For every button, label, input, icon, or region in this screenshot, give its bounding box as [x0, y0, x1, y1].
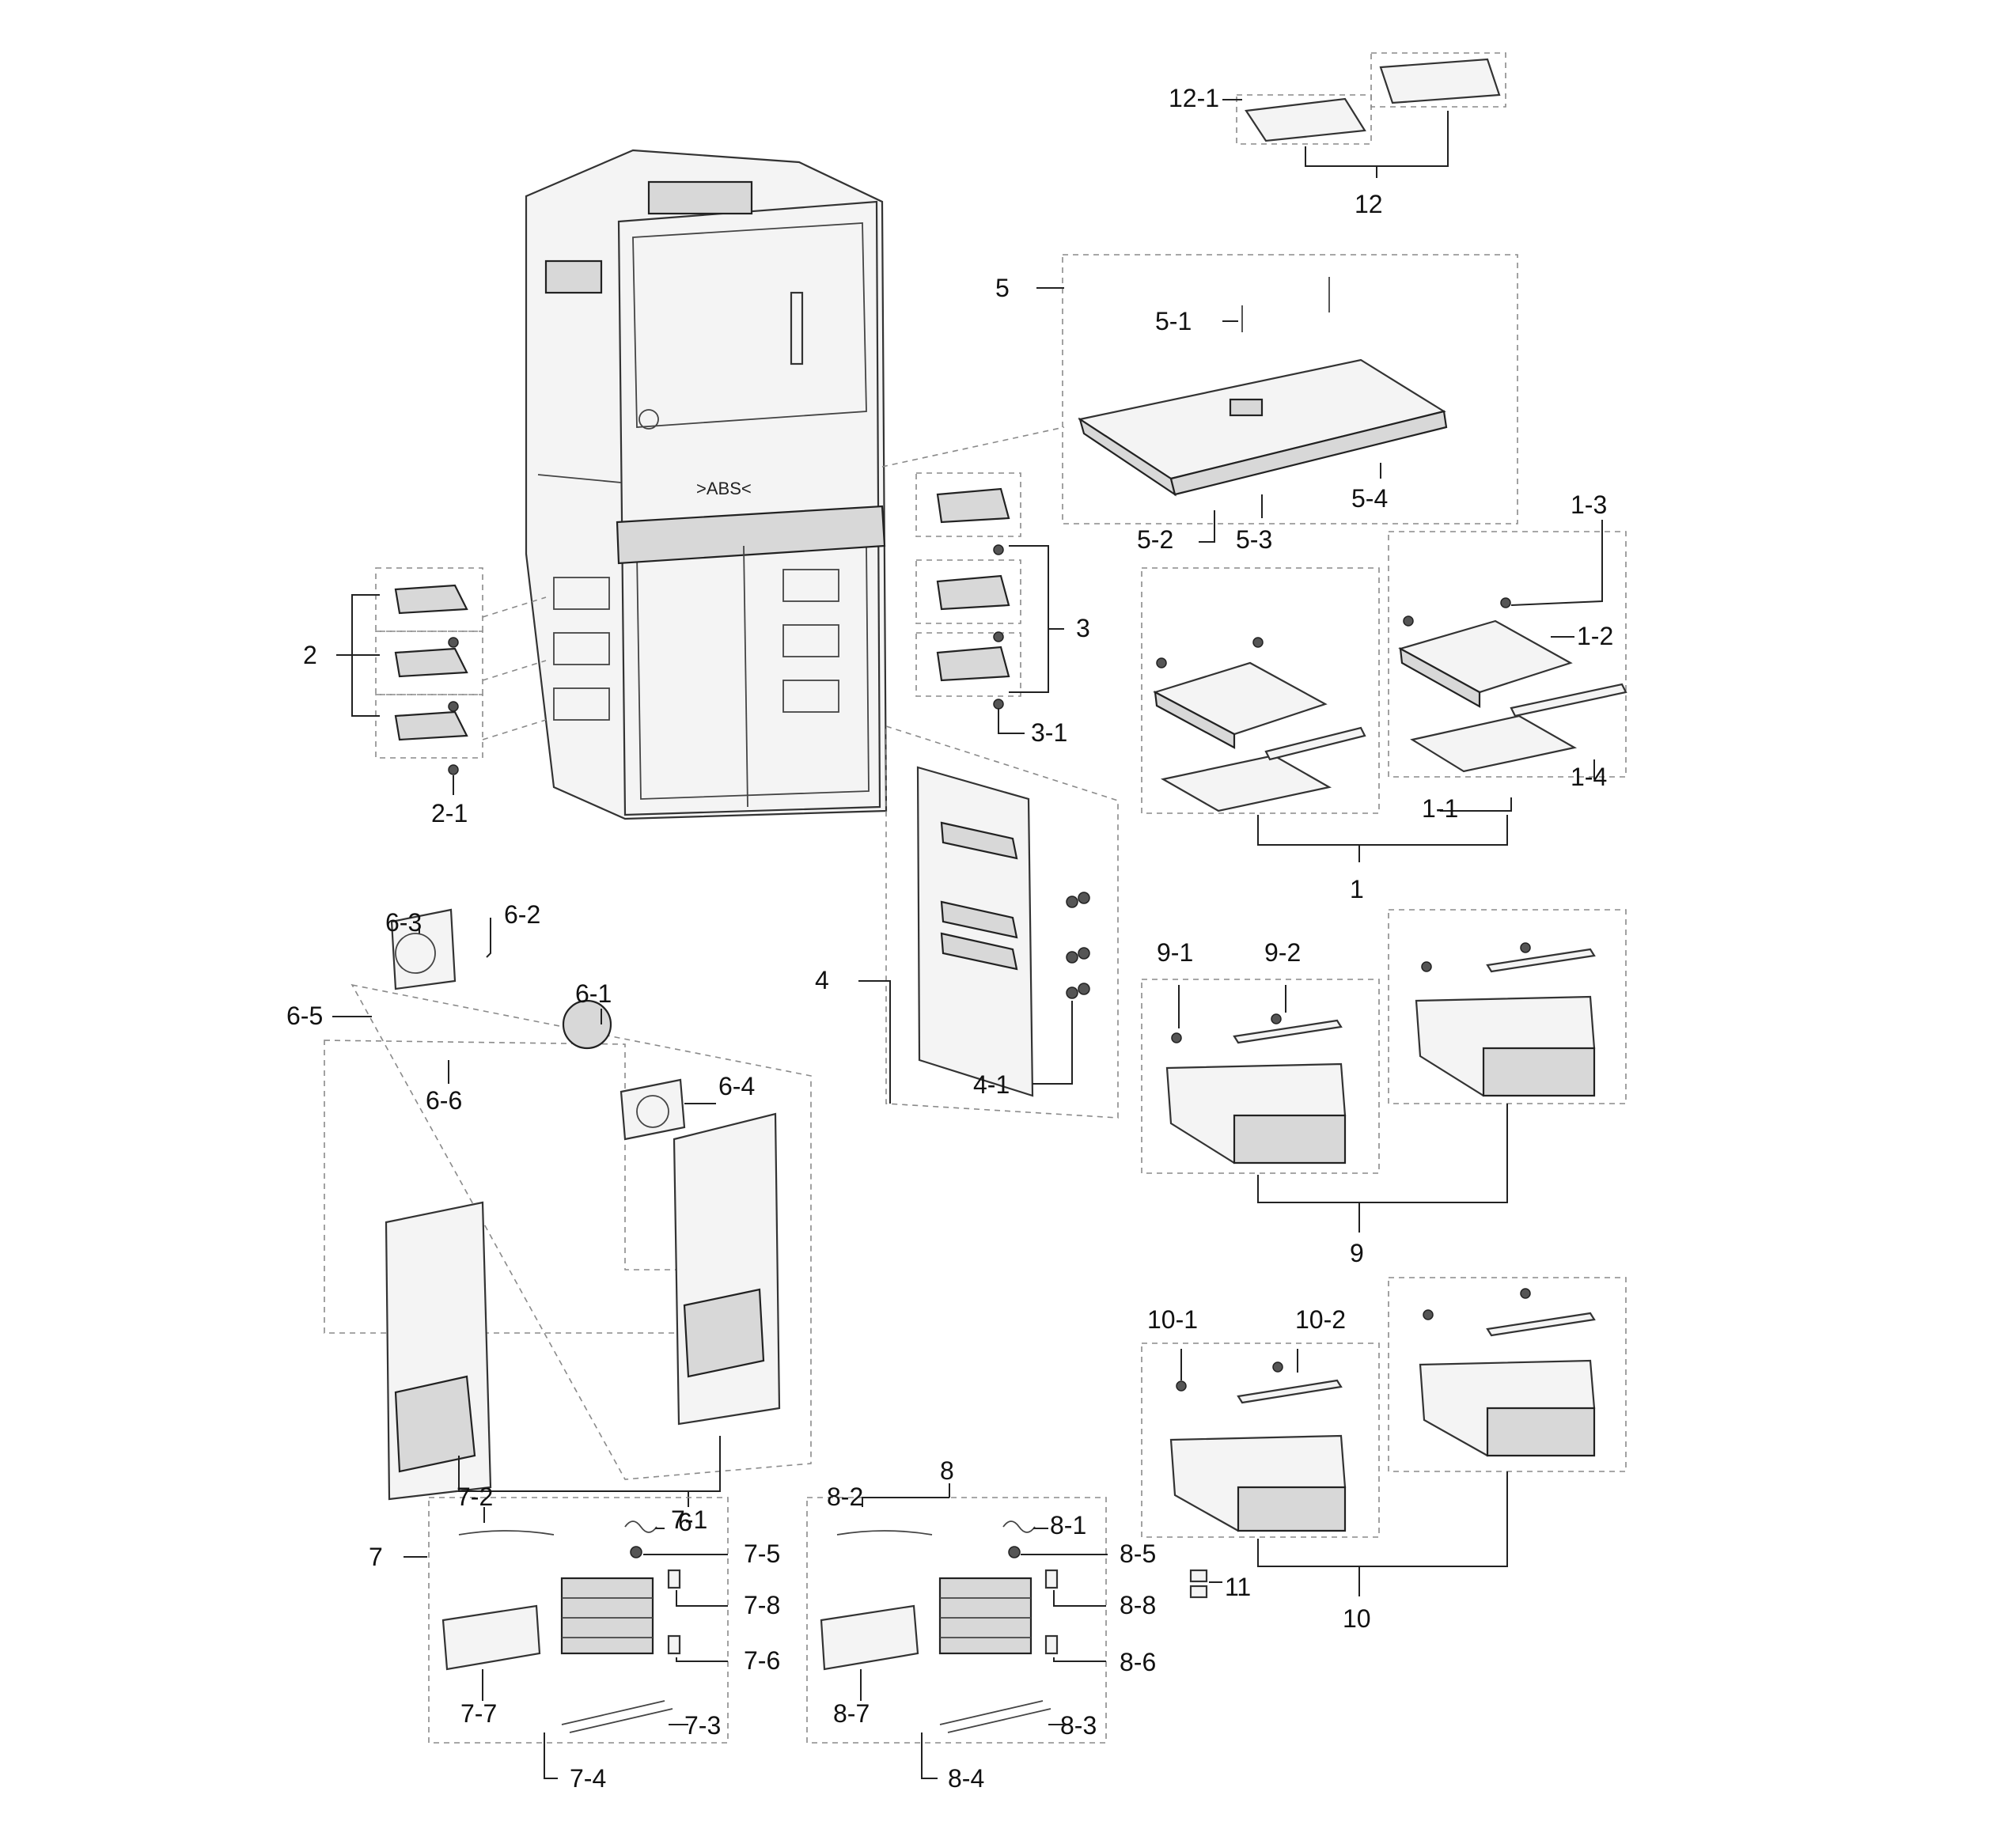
callout-7-1: 7-1 — [671, 1505, 708, 1534]
callout-7-8: 7-8 — [744, 1591, 781, 1619]
callout-3: 3 — [1076, 614, 1090, 642]
part-1-shelf-assembly — [1141, 520, 1627, 862]
callout-8-5: 8-5 — [1120, 1539, 1157, 1568]
callout-2-1: 2-1 — [431, 799, 468, 827]
callout-1-4: 1-4 — [1571, 763, 1608, 791]
callout-5-4: 5-4 — [1351, 484, 1389, 513]
callout-7-7: 7-7 — [460, 1699, 498, 1728]
callout-10: 10 — [1343, 1604, 1371, 1633]
callout-10-2: 10-2 — [1295, 1305, 1347, 1334]
callout-5: 5 — [995, 274, 1010, 302]
callout-3-1: 3-1 — [1031, 718, 1068, 747]
callout-6-5: 6-5 — [286, 1002, 324, 1030]
part-4-freezer-door-liner — [858, 725, 1119, 1119]
callout-8-4: 8-4 — [948, 1764, 985, 1793]
callout-6-2: 6-2 — [504, 900, 541, 929]
callout-11: 11 — [1225, 1573, 1252, 1601]
callout-7-5: 7-5 — [744, 1539, 781, 1568]
callout-9-1: 9-1 — [1157, 938, 1194, 967]
callout-5-2: 5-2 — [1137, 525, 1174, 554]
callout-7-3: 7-3 — [684, 1711, 722, 1740]
callout-1-1: 1-1 — [1422, 794, 1459, 823]
callout-7-6: 7-6 — [744, 1646, 781, 1675]
callout-8-6: 8-6 — [1120, 1648, 1157, 1676]
part-2-door-guards-left — [336, 567, 547, 795]
part-3-door-guards-right — [915, 472, 1064, 734]
callout-1: 1 — [1350, 875, 1364, 903]
part-7-evaporator-assembly — [404, 1497, 729, 1779]
callout-7-2: 7-2 — [457, 1483, 494, 1511]
callout-4-1: 4-1 — [973, 1070, 1010, 1099]
callout-9-2: 9-2 — [1264, 938, 1302, 967]
callout-6-3: 6-3 — [385, 908, 422, 937]
callout-5-1: 5-1 — [1155, 307, 1192, 335]
part-8-evaporator-assembly — [806, 1483, 1108, 1779]
callout-6-6: 6-6 — [426, 1086, 463, 1115]
callout-8-8: 8-8 — [1120, 1591, 1157, 1619]
callout-1-3: 1-3 — [1571, 490, 1608, 519]
callout-6: 6 — [678, 1508, 692, 1536]
part-5-cover-assembly — [881, 254, 1518, 543]
callout-5-3: 5-3 — [1236, 525, 1273, 554]
callout-8-3: 8-3 — [1060, 1711, 1097, 1740]
callout-8: 8 — [940, 1456, 954, 1485]
part-6-evaporator-cover-assembly — [324, 908, 812, 1507]
callout-9: 9 — [1350, 1239, 1364, 1267]
callout-10-1: 10-1 — [1147, 1305, 1199, 1334]
callout-6-1: 6-1 — [575, 979, 612, 1008]
callout-12-1: 12-1 — [1169, 84, 1220, 112]
abs-marking: >ABS< — [696, 479, 752, 498]
callout-1-2: 1-2 — [1577, 622, 1614, 650]
callout-8-2: 8-2 — [827, 1483, 864, 1511]
callout-8-7: 8-7 — [833, 1699, 870, 1728]
callout-7-4: 7-4 — [570, 1764, 607, 1793]
callout-12: 12 — [1355, 190, 1383, 218]
callout-7: 7 — [369, 1543, 383, 1571]
part-12-pads — [1222, 52, 1506, 178]
callout-8-1: 8-1 — [1050, 1511, 1087, 1539]
part-9-drawer-assembly — [1141, 909, 1627, 1233]
callout-2: 2 — [303, 641, 317, 669]
callout-6-4: 6-4 — [718, 1072, 756, 1100]
cabinet-assembly: >ABS< — [525, 149, 888, 820]
callout-4: 4 — [815, 966, 829, 994]
part-10-drawer-assembly — [1141, 1277, 1627, 1599]
